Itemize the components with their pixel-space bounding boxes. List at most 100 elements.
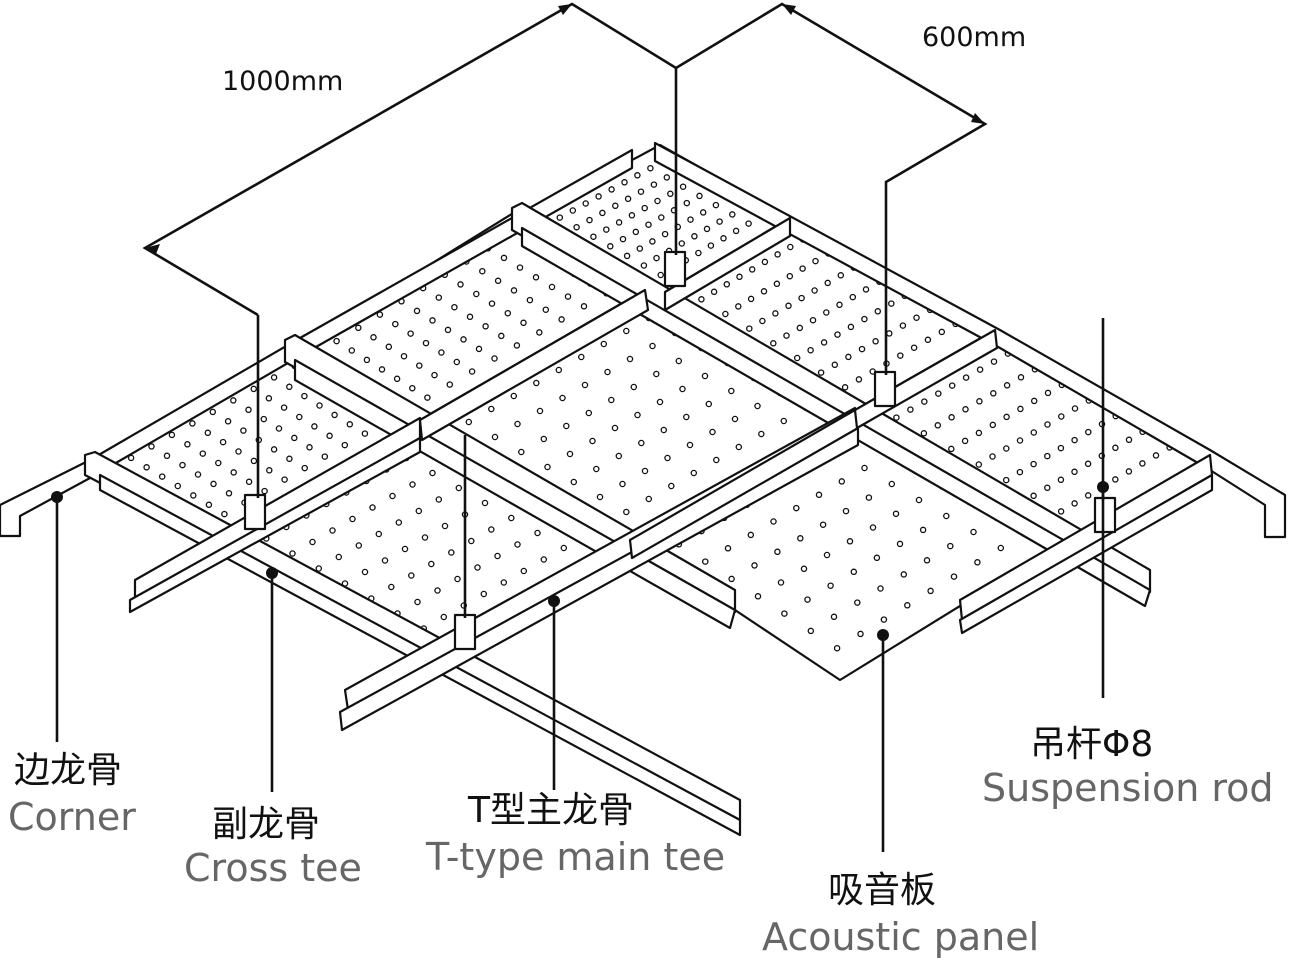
perforation-hole [573, 223, 580, 231]
perforation-hole [532, 274, 540, 281]
perforation-hole [934, 422, 942, 429]
perforation-hole [699, 209, 707, 216]
perforation-hole [389, 492, 396, 500]
perforation-hole [395, 519, 403, 526]
perforation-hole [696, 192, 703, 200]
perforation-hole [824, 279, 831, 287]
perforation-hole [590, 233, 597, 240]
perforation-hole [510, 287, 518, 294]
perforation-hole [628, 212, 636, 219]
perforation-hole [649, 342, 656, 350]
perforation-hole [833, 644, 841, 652]
perforation-hole [1058, 413, 1065, 420]
panel-perforations [127, 157, 1173, 652]
perforation-hole [1139, 460, 1146, 467]
perforation-hole [415, 507, 423, 515]
perforation-hole [440, 613, 448, 621]
perforation-hole [607, 243, 614, 250]
perforation-hole [886, 330, 893, 337]
perforation-hole [270, 446, 278, 453]
perforation-hole [907, 406, 914, 413]
perforation-hole [653, 370, 660, 378]
perforation-hole [920, 430, 928, 437]
perforation-hole [729, 211, 736, 218]
perforation-hole [621, 179, 628, 186]
perforation-hole [899, 322, 907, 329]
label-main-tee-en: T-type main tee [425, 835, 725, 879]
perforation-hole [913, 314, 920, 321]
perforation-hole [355, 324, 362, 332]
perforation-hole [441, 522, 449, 530]
perforation-hole [1112, 444, 1119, 452]
perforation-hole [438, 349, 445, 356]
perforation-hole [874, 308, 882, 315]
perforation-hole [593, 465, 600, 473]
perforation-hole [938, 328, 946, 336]
perforation-hole [296, 413, 303, 421]
perforation-hole [850, 568, 858, 576]
perforation-hole [578, 353, 585, 361]
perforation-hole [1057, 508, 1065, 515]
perforation-hole [516, 264, 524, 271]
perforation-hole [230, 397, 237, 404]
perforation-hole [641, 467, 649, 475]
perforation-hole [619, 235, 627, 243]
perforation-hole [448, 549, 455, 556]
perforation-hole [235, 448, 242, 455]
perforation-hole [375, 530, 383, 538]
perforation-hole [877, 585, 884, 592]
perforation-hole [796, 324, 804, 332]
perforation-hole [451, 303, 458, 311]
perforation-hole [624, 195, 632, 203]
perforation-hole [974, 559, 981, 566]
perforation-hole [179, 461, 186, 469]
perforation-hole [678, 240, 686, 247]
perforation-hole [596, 493, 604, 501]
perforation-hole [722, 310, 729, 318]
perforation-hole [341, 441, 349, 449]
perforation-hole [266, 467, 273, 474]
perforation-hole [656, 398, 664, 406]
perforation-hole [638, 439, 645, 447]
perforation-hole [355, 542, 363, 549]
perforation-hole [564, 293, 572, 300]
perforation-hole [599, 209, 606, 217]
perforation-hole [518, 448, 525, 456]
label-panel-en: Acoustic panel [762, 915, 1039, 959]
perforation-hole [270, 374, 278, 381]
perforation-hole [619, 480, 626, 488]
perforation-hole [770, 340, 777, 347]
perforation-hole [1017, 405, 1024, 413]
perforation-hole [976, 398, 983, 405]
perforation-hole [731, 415, 739, 423]
perforation-hole [455, 484, 463, 492]
perforation-hole [291, 434, 298, 442]
perforation-hole [540, 556, 548, 563]
perforation-hole [608, 186, 615, 193]
perforation-hole [479, 267, 486, 275]
perforation-hole [289, 550, 296, 557]
perforation-hole [924, 336, 932, 344]
perforation-hole [500, 254, 508, 262]
perforation-hole [199, 450, 207, 457]
perforation-hole [653, 254, 660, 262]
perforation-hole [661, 230, 669, 238]
perforation-hole [265, 395, 273, 402]
perforation-hole [838, 478, 846, 485]
perforation-hole [943, 512, 950, 520]
perforation-hole [716, 218, 723, 225]
perforation-hole [798, 294, 805, 302]
perforation-hole [491, 355, 498, 362]
perforation-hole [804, 596, 811, 603]
perforation-hole [1084, 492, 1092, 499]
label-corner-cn: 边龙骨 [14, 750, 122, 791]
perforation-hole [204, 429, 212, 437]
perforation-hole [566, 450, 574, 458]
perforation-hole [514, 420, 521, 428]
perforation-hole [630, 383, 638, 391]
perforation-hole [683, 413, 690, 421]
perforation-hole [787, 243, 794, 251]
hanger-clips [243, 250, 1117, 651]
perforation-hole [393, 375, 401, 383]
